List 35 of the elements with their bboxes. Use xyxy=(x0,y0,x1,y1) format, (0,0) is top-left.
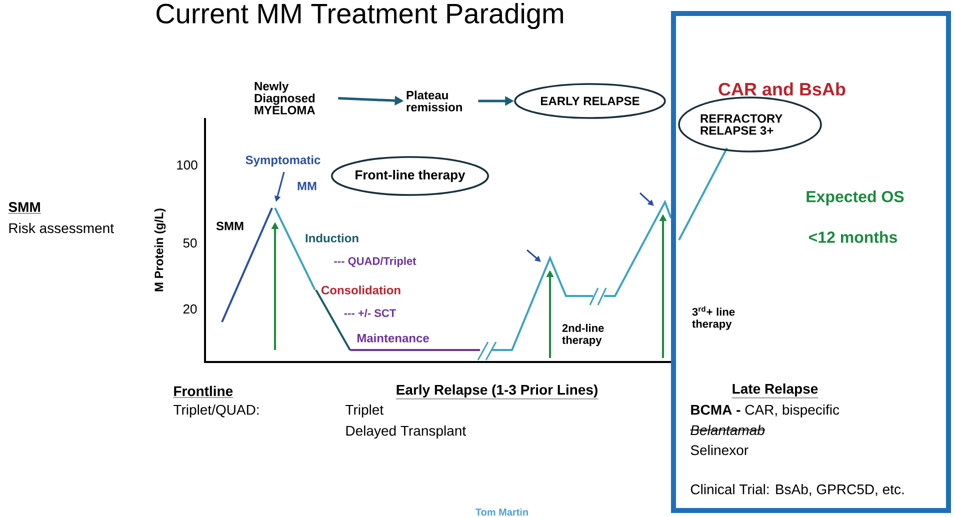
heading: CAR and BsAb xyxy=(718,82,846,96)
column-heading: Late Relapse xyxy=(732,383,818,398)
annotation-text: 3$^{rd}$+ line therapy xyxy=(692,306,735,330)
note-text: Expected OS xyxy=(806,190,904,206)
ellipse-node: REFRACTORY RELAPSE 3+ xyxy=(678,96,822,152)
stage-text: Plateau remission xyxy=(406,90,462,112)
list-item: Triplet xyxy=(346,404,384,418)
stage-text: Newly Diagnosed MYELOMA xyxy=(254,82,316,114)
axis-title: M Protein (g/L) xyxy=(154,208,166,292)
annotation-text: MM xyxy=(298,182,316,190)
tick-label: 100 xyxy=(177,160,198,170)
annotation-text: --- QUAD/Triplet xyxy=(334,256,416,268)
annotation-text: --- +/- SCT xyxy=(344,308,396,318)
ellipse-node: Front-line therapy xyxy=(330,156,490,196)
list-item: BCMA - CAR, bispecific xyxy=(691,404,840,418)
list-item: Triplet/QUAD: xyxy=(174,404,259,418)
annotation-text: Maintenance xyxy=(357,334,429,342)
side-heading: SMM xyxy=(8,202,42,214)
author-credit: Tom Martin xyxy=(476,508,528,516)
annotation-text: Induction xyxy=(306,234,358,242)
title: Current MM Treatment Paradigm xyxy=(156,2,563,30)
annotation-text: Consolidation xyxy=(322,286,400,294)
note-text: <12 months xyxy=(809,231,897,243)
list-item: Delayed Transplant xyxy=(346,425,466,439)
tick-label: 50 xyxy=(183,238,197,248)
ellipse-node: EARLY RELAPSE xyxy=(514,83,666,119)
annotation-text: SMM xyxy=(216,222,244,230)
annotation-text: Symptomatic xyxy=(246,155,320,167)
tick-label: 20 xyxy=(183,304,197,314)
column-heading: Frontline xyxy=(173,386,234,398)
note-text: Risk assessment xyxy=(9,222,114,234)
annotation-text: 2nd-line therapy xyxy=(562,324,604,346)
list-item: Selinexor xyxy=(690,444,748,456)
list-item: Clinical Trial: BsAb, GPRC5D, etc. xyxy=(690,484,904,496)
column-heading: Early Relapse (1-3 Prior Lines) xyxy=(396,384,598,400)
